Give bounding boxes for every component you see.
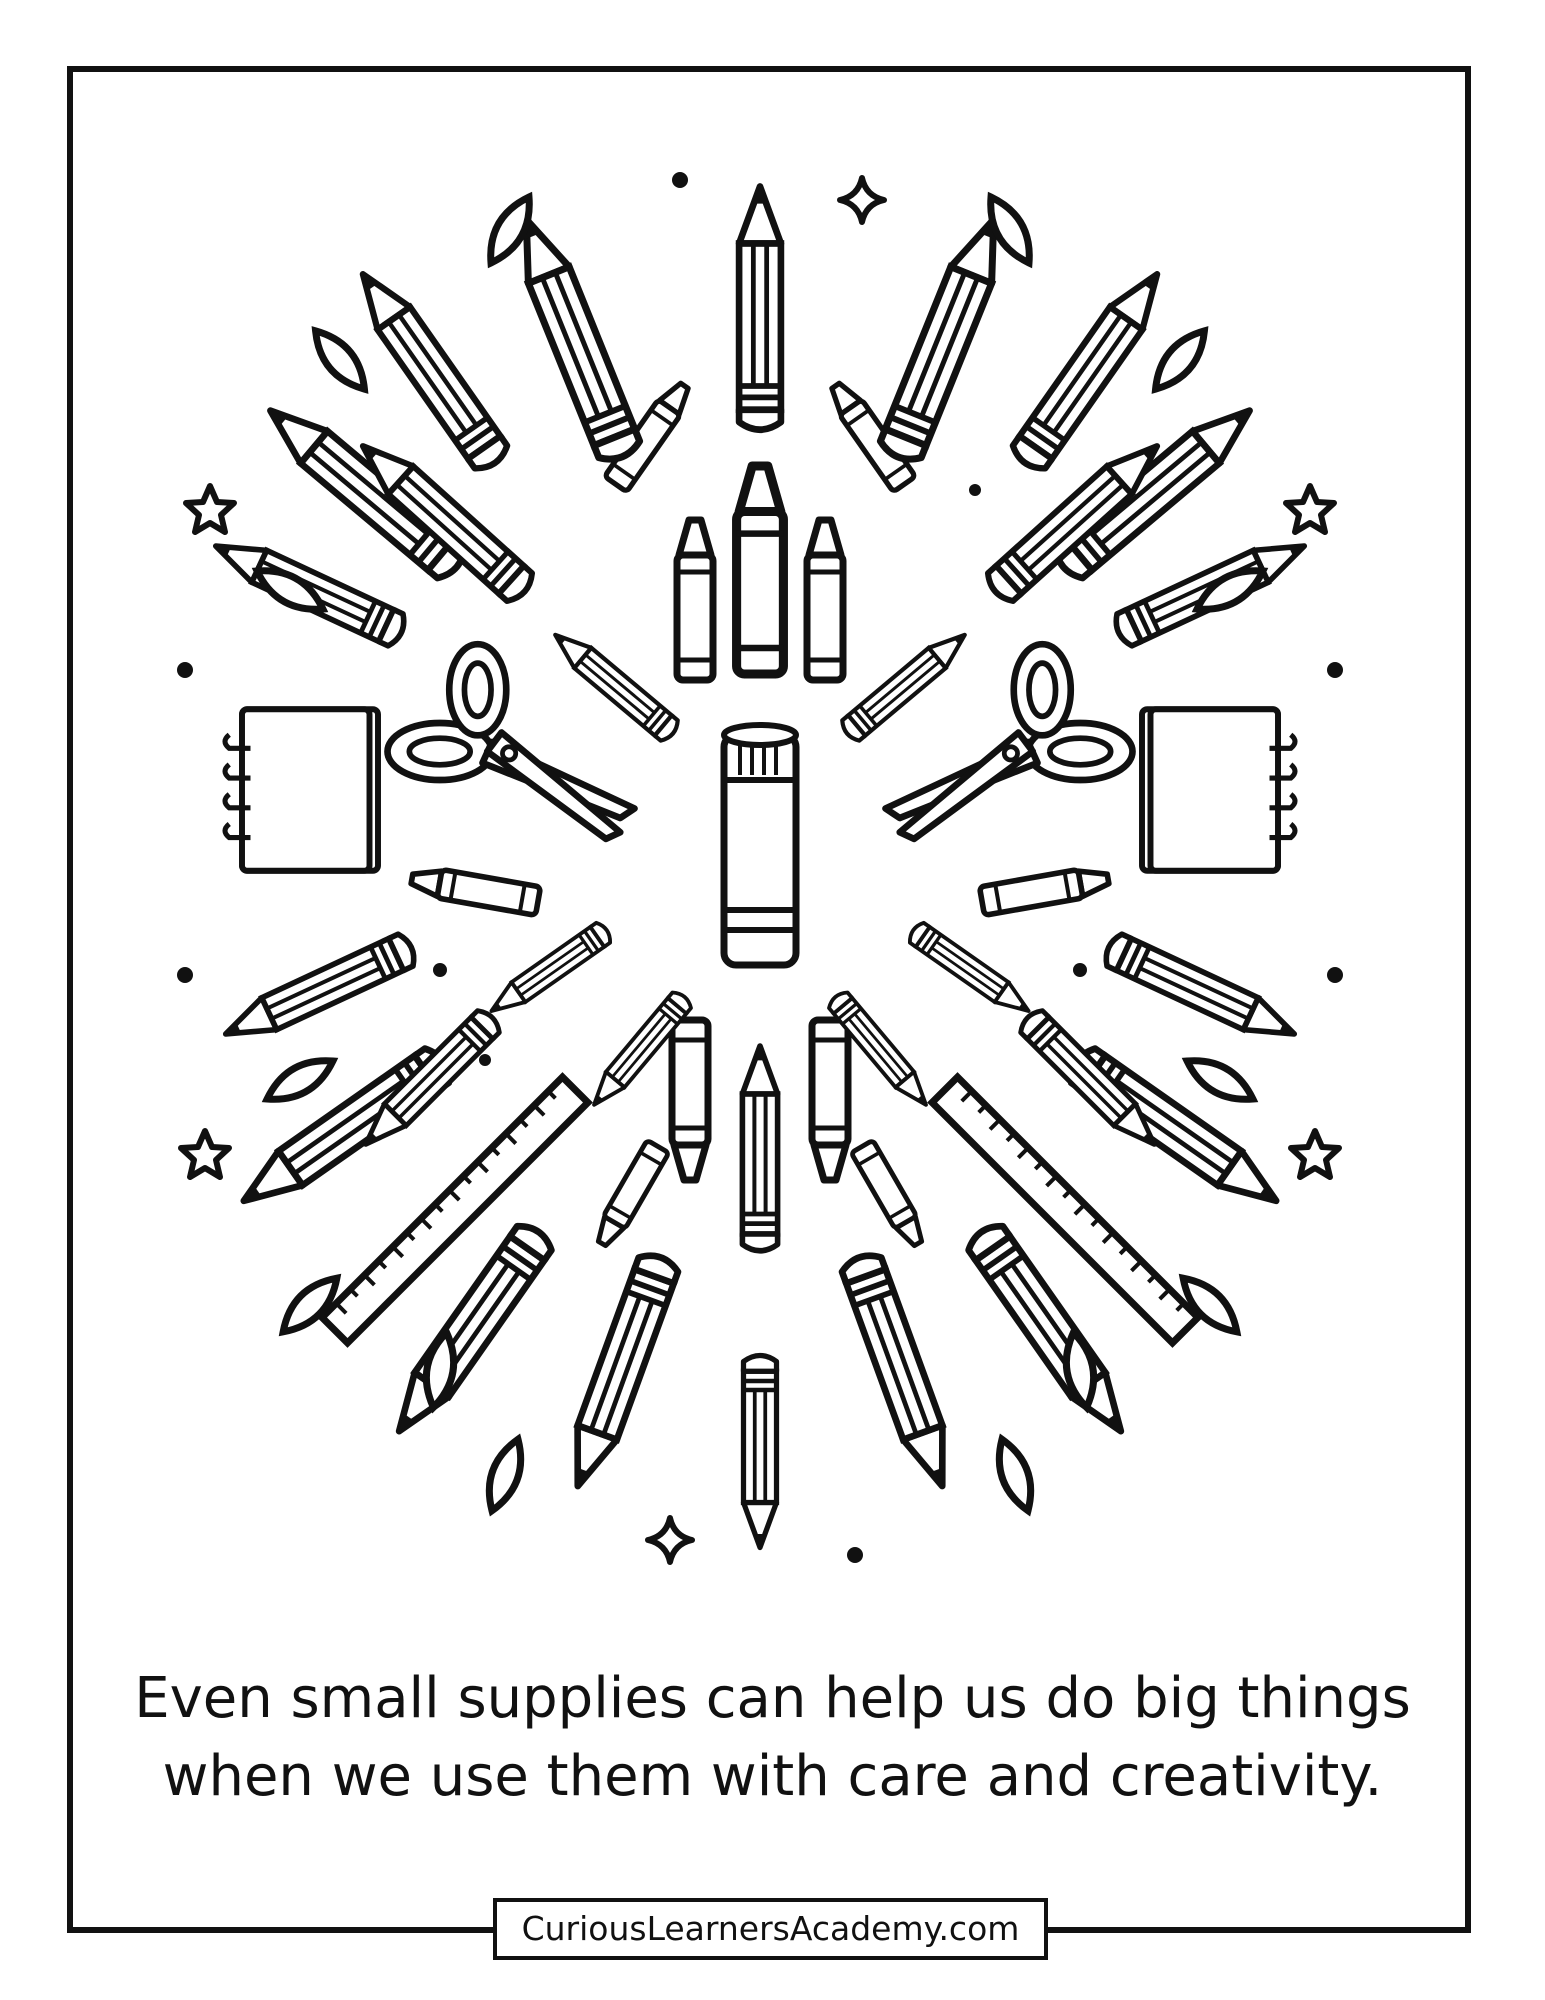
ruler-icon xyxy=(317,1072,593,1348)
ruler-icon xyxy=(927,1072,1203,1348)
inspirational-caption: Even small supplies can help us do big t… xyxy=(90,1660,1455,1816)
website-link[interactable]: CuriousLearnersAcademy.com xyxy=(493,1898,1048,1960)
caption-line-2: when we use them with care and creativit… xyxy=(162,1744,1383,1809)
coloring-illustration xyxy=(177,172,1343,1650)
caption-line-1: Even small supplies can help us do big t… xyxy=(134,1666,1411,1731)
glue-stick-icon xyxy=(720,722,800,969)
